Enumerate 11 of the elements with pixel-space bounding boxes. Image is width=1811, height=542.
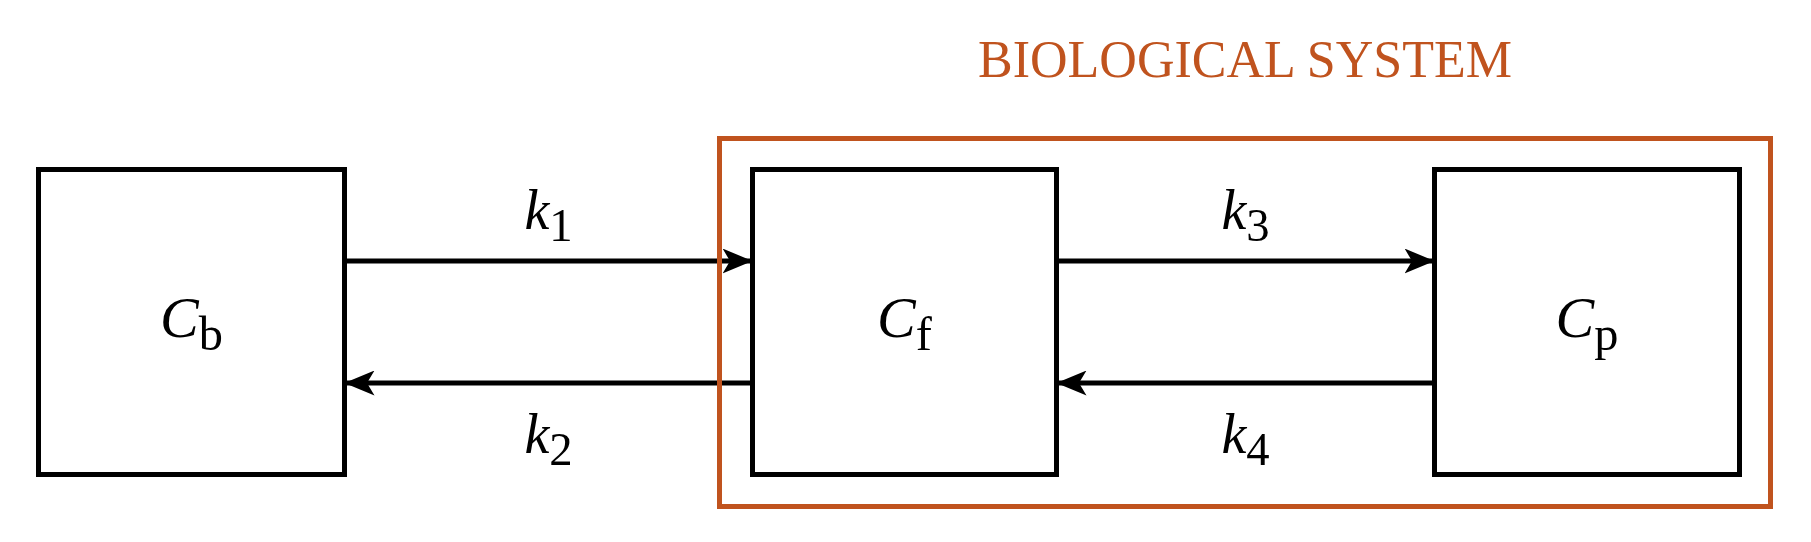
compartment-symbol: C$_{b}$ [160,283,223,361]
arrow [347,248,753,274]
compartment-box [1432,167,1742,477]
compartment-symbol: C$_{f}$ [877,283,932,361]
compartment-box [36,167,347,477]
arrow [344,370,750,396]
arrow [1056,370,1432,396]
compartment-symbol: C$_{p}$ [1555,283,1619,361]
compartment-box [750,167,1059,477]
group-title: BIOLOGICAL SYSTEM [977,30,1513,89]
arrow [1059,248,1435,274]
